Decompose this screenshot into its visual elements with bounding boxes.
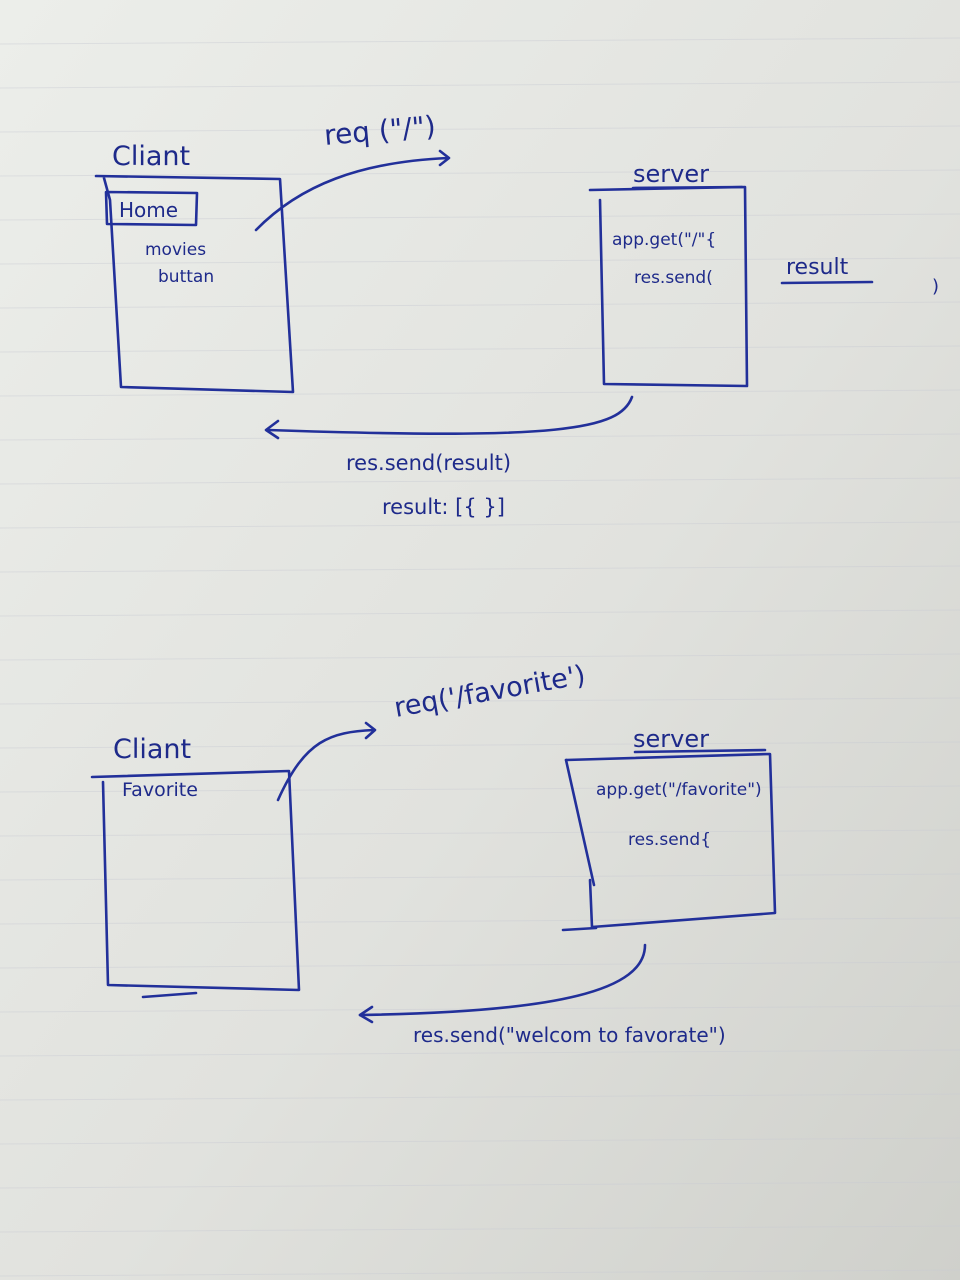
ruled-line (0, 301, 960, 309)
ruled-lines (0, 37, 960, 1277)
bottom-response-label: res.send("welcom to favorate") (413, 1023, 726, 1047)
ruled-line (0, 1137, 960, 1145)
ruled-line (0, 433, 960, 441)
top-home-tab-label: Home (119, 198, 178, 222)
ruled-line (0, 345, 960, 353)
ruled-line (0, 785, 960, 793)
ruled-line (0, 477, 960, 485)
top-server-box (588, 185, 749, 388)
ruled-line (0, 565, 960, 573)
bottom-server-foot (561, 926, 598, 932)
ruled-line (0, 961, 960, 969)
bottom-server-underline (633, 748, 767, 754)
ruled-line (0, 389, 960, 397)
top-response-line1: res.send(result) (346, 451, 511, 475)
bottom-response-arrowhead (358, 1005, 374, 1024)
ruled-line (0, 829, 960, 837)
top-server-close-paren: ) (932, 276, 939, 297)
bottom-request-arrow (276, 728, 376, 802)
bottom-server-box (564, 752, 777, 929)
ruled-line (0, 1093, 960, 1101)
top-response-arrowhead (264, 419, 280, 440)
ruled-line (0, 125, 960, 133)
top-request-arrow (254, 156, 450, 232)
top-home-tab-box (104, 190, 199, 227)
top-client-label: Cliant (112, 141, 190, 172)
bottom-server-left-edge (564, 758, 596, 887)
ruled-line (0, 653, 960, 661)
ruled-line (0, 741, 960, 749)
bottom-request-arrowhead (364, 721, 377, 740)
top-diagram: Cliant Home movies buttan req ("/") serv… (94, 109, 939, 519)
bottom-server-label: server (633, 725, 709, 753)
bottom-client-box (90, 769, 301, 992)
bottom-client-favorite-text: Favorite (122, 779, 198, 801)
ruled-line (0, 1181, 960, 1189)
ruled-line (0, 521, 960, 529)
ruled-line (0, 1049, 960, 1057)
top-server-line1: app.get("/"{ (612, 230, 716, 250)
ruled-line (0, 917, 960, 925)
top-response-arrow (266, 395, 634, 436)
ruled-line (0, 1225, 960, 1233)
top-client-box (94, 174, 295, 394)
top-client-movies-text: movies (145, 240, 206, 260)
ruled-line (0, 697, 960, 705)
top-server-line2: res.send( (634, 268, 713, 288)
ruled-line (0, 873, 960, 881)
top-response-line2: result: [{ }] (382, 495, 505, 519)
top-server-result: result (786, 255, 849, 280)
ruled-line (0, 81, 960, 89)
ruled-line (0, 609, 960, 617)
top-request-arrowhead (438, 149, 451, 167)
bottom-client-tail-line (141, 991, 198, 999)
ruled-line (0, 213, 960, 221)
bottom-response-arrow (358, 943, 647, 1017)
ruled-line (0, 257, 960, 265)
bottom-client-label: Cliant (113, 734, 191, 765)
ruled-line (0, 169, 960, 177)
top-client-button-text: buttan (158, 267, 214, 287)
bottom-server-line2: res.send{ (628, 830, 711, 850)
ruled-line (0, 1269, 960, 1277)
top-server-label: server (633, 160, 709, 188)
ruled-line (0, 37, 960, 45)
bottom-server-line1: app.get("/favorite") (596, 780, 762, 800)
top-result-underline (780, 280, 874, 285)
